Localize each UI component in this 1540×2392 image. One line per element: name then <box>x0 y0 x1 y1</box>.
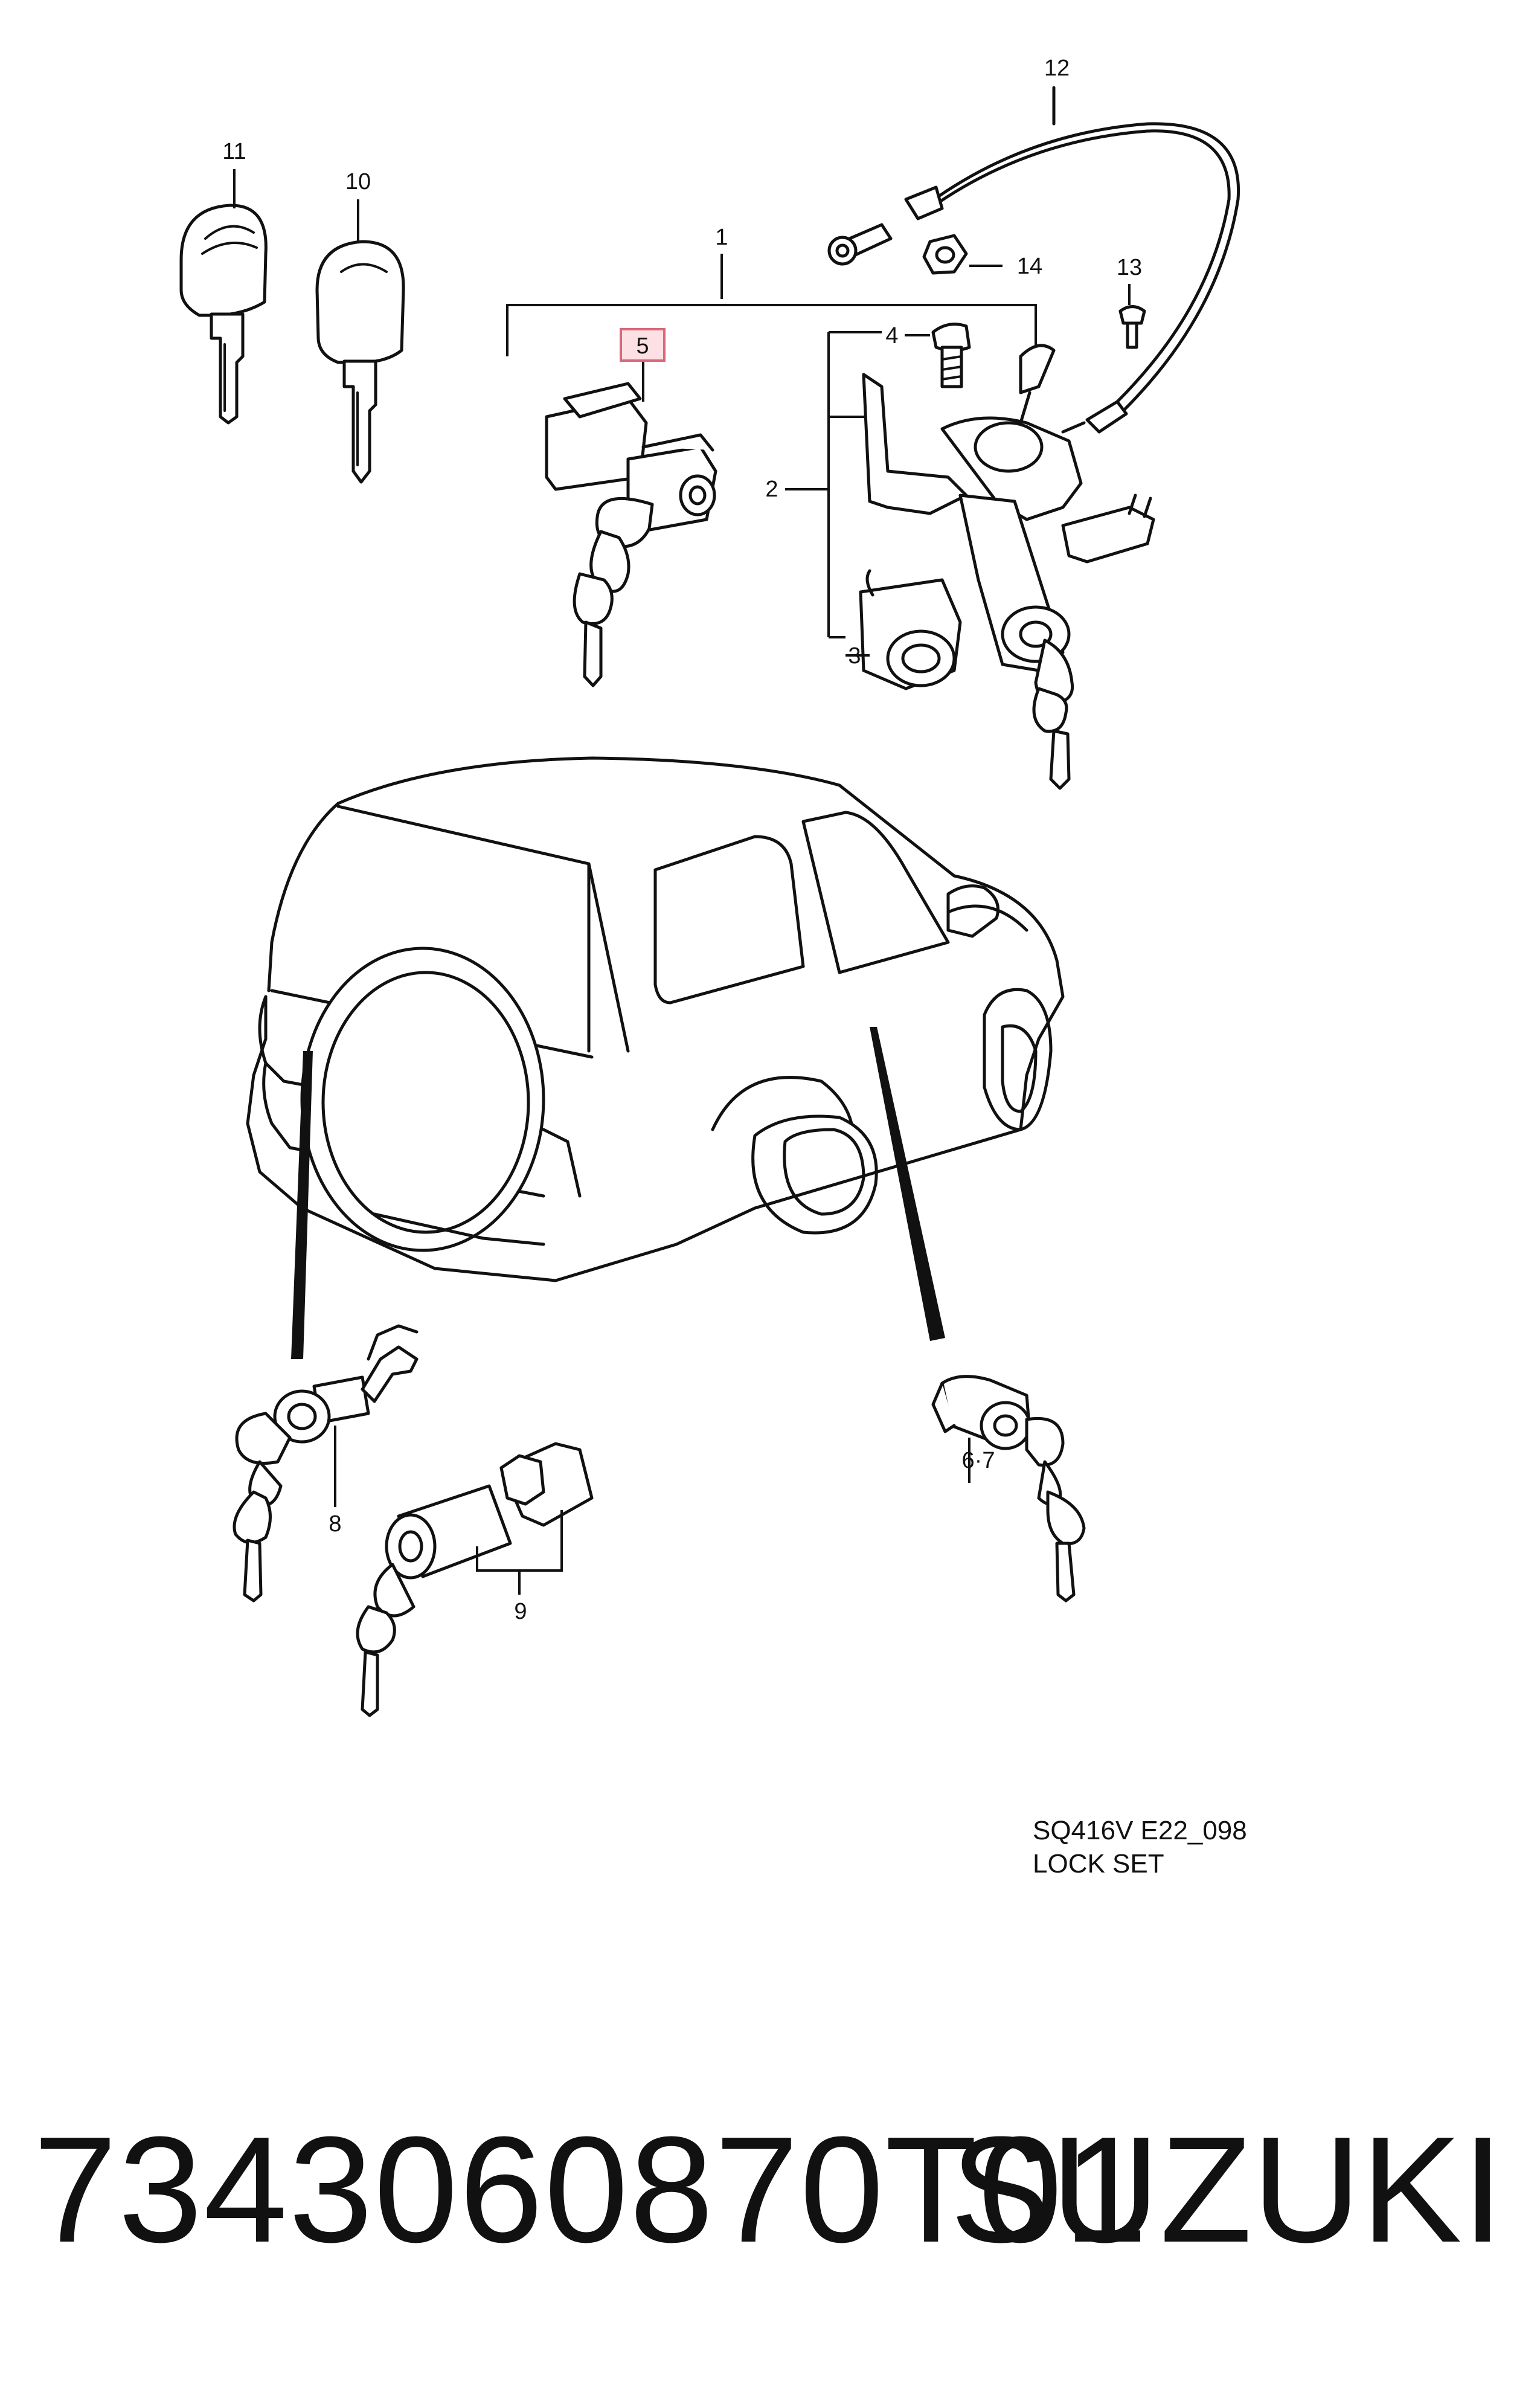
callout-5: 5 <box>636 333 649 359</box>
callout-2: 2 <box>765 477 778 502</box>
vehicle-outline <box>246 756 1065 1359</box>
parts-diagram: 5 1 2 3 4 6·7 8 9 10 11 12 13 14 SQ416V … <box>179 56 1247 1879</box>
brand-name: SUZUKI <box>950 2105 1504 2274</box>
callout-12: 12 <box>1044 56 1070 81</box>
ignition-ring-3 <box>845 569 962 690</box>
cable-12 <box>827 86 1240 434</box>
part-number: 7343060870T01 <box>33 2105 1149 2274</box>
lock-part-5 <box>545 361 717 687</box>
callout-4: 4 <box>885 323 898 349</box>
tailgate-lock-8 <box>233 1324 419 1603</box>
fuel-lid-lock-9 <box>356 1442 594 1717</box>
footer <box>0 1993 1540 2392</box>
steering-lock-assembly-2 <box>785 331 1155 790</box>
callout-10: 10 <box>345 169 371 195</box>
callout-14: 14 <box>1017 254 1042 279</box>
callout-9: 9 <box>514 1599 527 1624</box>
caption-model-code: SQ416V E22_098 <box>1033 1816 1247 1845</box>
callout-6-7: 6·7 <box>962 1448 995 1473</box>
callout-13: 13 <box>1117 255 1142 280</box>
callout-1: 1 <box>715 225 728 250</box>
key-11 <box>179 204 268 425</box>
callout-11: 11 <box>222 139 246 164</box>
door-lock-6-7 <box>931 1375 1086 1603</box>
key-10 <box>315 240 405 484</box>
screw-13 <box>1118 305 1146 349</box>
caption-title: LOCK SET <box>1033 1849 1164 1879</box>
assembly-1-bracket <box>506 254 1037 356</box>
bolt-4 <box>905 323 971 388</box>
lock-set-drawing: 5 1 2 3 4 6·7 8 9 10 11 12 13 14 SQ416V … <box>179 56 1247 1879</box>
callout-3: 3 <box>848 643 861 669</box>
callout-8: 8 <box>329 1511 341 1537</box>
nut-14 <box>922 234 1003 275</box>
